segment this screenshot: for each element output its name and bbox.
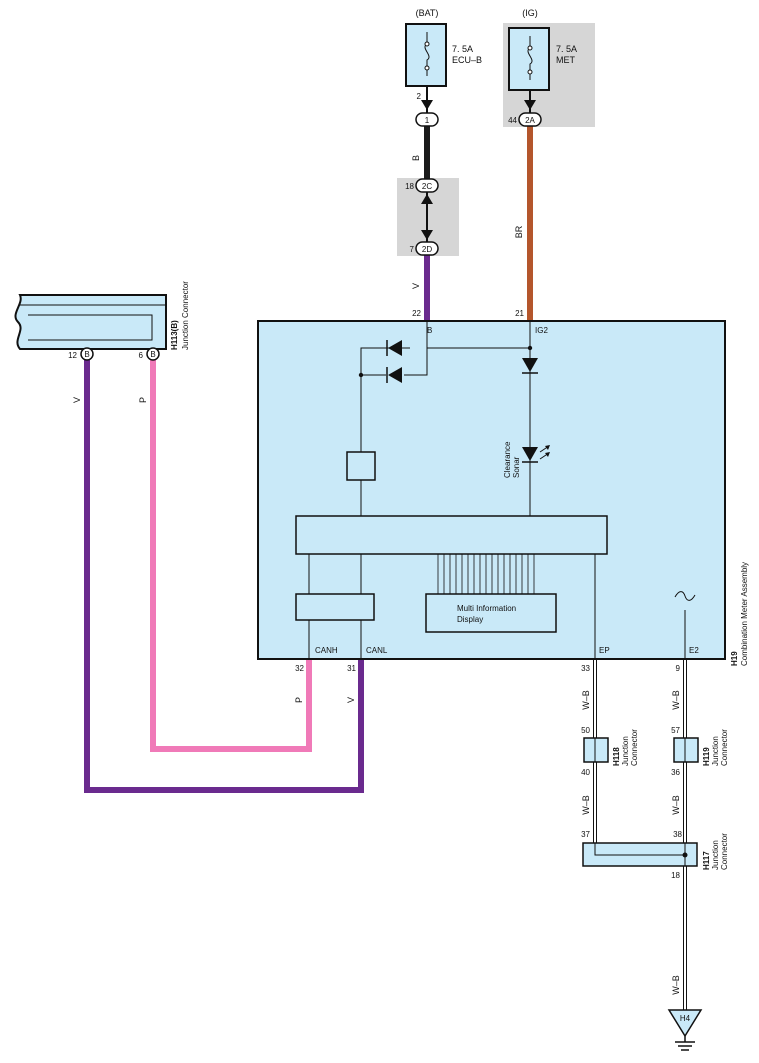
pin-22: 22 xyxy=(412,309,421,318)
wire-br-label: BR xyxy=(514,225,524,238)
terminal-canl: CANL xyxy=(366,646,388,655)
wire-v-top-label: V xyxy=(411,283,421,289)
wire-v-h113-label: V xyxy=(72,397,82,403)
clearance-sonar-led-icon xyxy=(522,445,550,463)
connector-2c: 18 2C xyxy=(405,178,439,193)
svg-text:H118: H118 xyxy=(612,747,621,766)
wire-v-canl xyxy=(84,360,364,793)
diode-2 xyxy=(386,367,402,383)
svg-text:H117: H117 xyxy=(702,851,711,870)
svg-text:B: B xyxy=(150,350,155,359)
svg-text:B: B xyxy=(84,350,89,359)
wire-p-meter-label: P xyxy=(294,697,304,703)
connector-2a: 44 2A xyxy=(508,112,542,127)
svg-text:57: 57 xyxy=(671,726,680,735)
ac-tilde-icon xyxy=(674,591,696,601)
junction-connector-h118: 50 40 H118 Junction Connector xyxy=(581,726,639,777)
clearance-label: Clearance xyxy=(503,441,512,478)
svg-text:38: 38 xyxy=(673,830,682,839)
terminal-e2: E2 xyxy=(689,646,699,655)
svg-text:37: 37 xyxy=(581,830,590,839)
can-transceiver xyxy=(295,593,375,621)
svg-text:Junction: Junction xyxy=(711,736,720,766)
junction-connector-h119: 57 36 H119 Junction Connector xyxy=(671,726,729,777)
svg-text:Connector: Connector xyxy=(720,833,729,870)
svg-text:2D: 2D xyxy=(422,245,432,254)
splice-arrows xyxy=(421,192,433,242)
svg-text:2C: 2C xyxy=(422,182,432,191)
terminal-canh: CANH xyxy=(315,646,338,655)
connector-1: 1 xyxy=(415,112,439,127)
wire-p-canh xyxy=(150,360,312,752)
fuse-bat-source: (BAT) xyxy=(416,8,439,18)
fuse-ig-source: (IG) xyxy=(522,8,538,18)
h19-name: Combination Meter Assembly xyxy=(740,562,749,666)
junction-connector-h117: 37 38 18 H117 Junction Connector xyxy=(581,830,729,880)
fuse-met: (IG) 7. 5A MET xyxy=(508,8,577,114)
svg-text:2A: 2A xyxy=(525,116,535,125)
pin-21: 21 xyxy=(515,309,524,318)
combination-meter-h19: 22 21 B IG2 xyxy=(257,309,749,666)
junction-connector-h113: 12 B 6 B H113(B) Junction Connector xyxy=(14,281,190,361)
pin-6: 6 xyxy=(139,351,144,360)
wire-wb-ep1-label: W–B xyxy=(581,690,591,710)
connector-2d: 7 2D xyxy=(410,241,439,256)
pin-9: 9 xyxy=(676,664,681,673)
svg-text:36: 36 xyxy=(671,768,680,777)
svg-text:H4: H4 xyxy=(680,1014,691,1023)
wire-wb-e22-label: W–B xyxy=(671,795,681,815)
pin-44: 44 xyxy=(508,116,517,125)
h113-name: Junction Connector xyxy=(181,281,190,350)
display-bus xyxy=(437,554,535,594)
wire-wb-ground-label: W–B xyxy=(671,975,681,995)
terminal-ep: EP xyxy=(599,646,610,655)
terminal-ig2: IG2 xyxy=(535,326,548,335)
ground-h4: H4 xyxy=(667,1009,703,1051)
fuse-bat-rating: 7. 5A xyxy=(452,44,473,54)
svg-text:40: 40 xyxy=(581,768,590,777)
diode-ig2 xyxy=(522,358,538,374)
pin-2: 2 xyxy=(417,92,422,101)
sonar-label: Sonar xyxy=(512,456,521,478)
svg-text:50: 50 xyxy=(581,726,590,735)
pin-32: 32 xyxy=(295,664,304,673)
fuse-ig-rating: 7. 5A xyxy=(556,44,577,54)
pin-31: 31 xyxy=(347,664,356,673)
cpu-block xyxy=(295,515,608,555)
h19-id: H19 xyxy=(730,651,739,666)
svg-text:1: 1 xyxy=(425,116,430,125)
svg-text:18: 18 xyxy=(405,182,414,191)
svg-text:H119: H119 xyxy=(702,747,711,766)
fuse-ig-name: MET xyxy=(556,55,576,65)
multi-information-display xyxy=(425,593,557,633)
svg-text:7: 7 xyxy=(410,245,415,254)
fuse-ecu-b: (BAT) 7. 5A ECU–B 2 xyxy=(405,8,482,114)
pin-12: 12 xyxy=(68,351,77,360)
svg-text:Connector: Connector xyxy=(630,729,639,766)
wire-wb-e21-label: W–B xyxy=(671,690,681,710)
fuse-bat-name: ECU–B xyxy=(452,55,482,65)
svg-text:Multi Information: Multi Information xyxy=(457,604,516,613)
wire-b-label: B xyxy=(411,155,421,161)
pin-33: 33 xyxy=(581,664,590,673)
h113-id: H113(B) xyxy=(170,320,179,350)
regulator-block xyxy=(346,451,376,481)
svg-text:18: 18 xyxy=(671,871,680,880)
diode-1 xyxy=(386,340,410,356)
wire-p-h113-label: P xyxy=(138,397,148,403)
svg-text:Connector: Connector xyxy=(720,729,729,766)
terminal-b: B xyxy=(427,326,432,335)
svg-text:Display: Display xyxy=(457,615,483,624)
svg-text:Junction: Junction xyxy=(621,736,630,766)
wire-v-meter-label: V xyxy=(346,697,356,703)
svg-text:Junction: Junction xyxy=(711,840,720,870)
wire-wb-ep2-label: W–B xyxy=(581,795,591,815)
